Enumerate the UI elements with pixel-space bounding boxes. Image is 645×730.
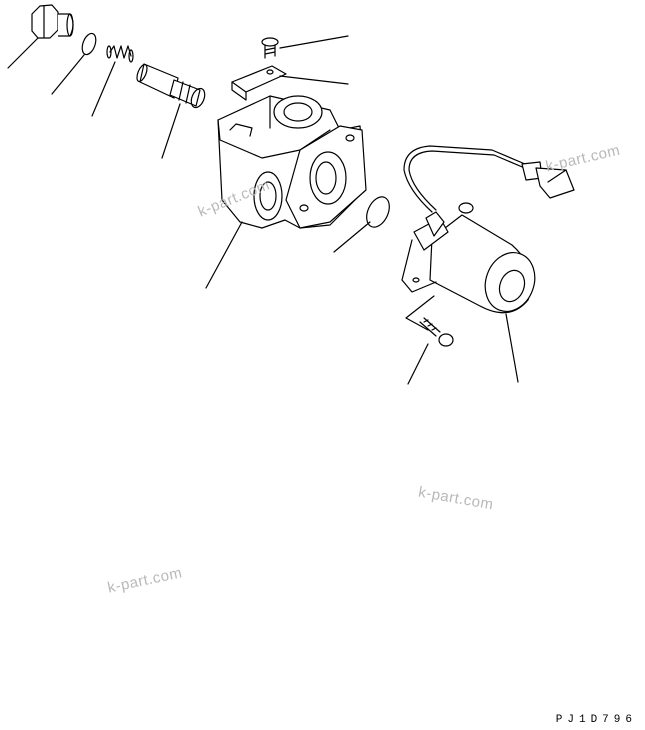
bracket-plate-part bbox=[231, 65, 287, 101]
drawing-code: PJ1D796 bbox=[555, 714, 637, 726]
solenoid-part bbox=[401, 145, 575, 314]
bolt-part bbox=[419, 317, 454, 347]
valve-spool-part bbox=[136, 63, 206, 109]
o-ring-large bbox=[366, 196, 390, 228]
screw-part bbox=[261, 37, 279, 59]
valve-body-part bbox=[217, 95, 367, 229]
o-ring-small bbox=[81, 32, 97, 56]
spring-part bbox=[106, 45, 134, 63]
plug-part bbox=[31, 4, 74, 39]
leader-lines bbox=[7, 35, 519, 385]
